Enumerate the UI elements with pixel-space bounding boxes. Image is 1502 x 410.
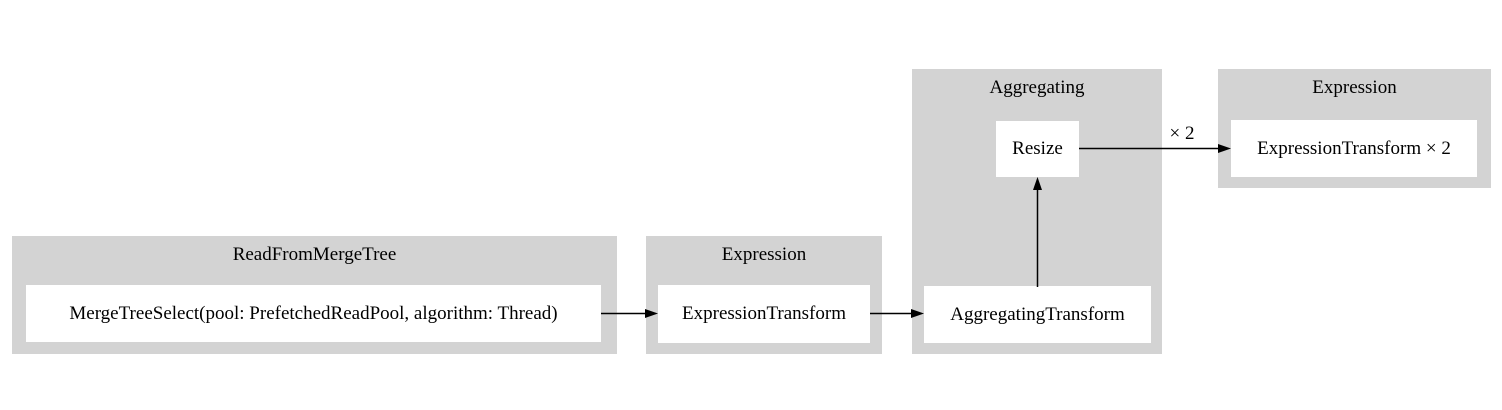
node-expression-transform-x2: ExpressionTransform × 2 [1231,120,1477,177]
cluster-expression-left: Expression ExpressionTransform [646,236,882,354]
cluster-label: Expression [721,244,807,265]
node-aggregating-transform: AggregatingTransform [924,286,1151,343]
cluster-label: ReadFromMergeTree [232,244,397,265]
edge-multiplicity-label: × 2 [1169,123,1195,144]
node-merge-tree-select: MergeTreeSelect(pool: PrefetchedReadPool… [26,285,601,342]
cluster-label: Expression [1312,77,1397,98]
cluster-label: Aggregating [989,77,1085,98]
cluster-expression-right: Expression ExpressionTransform × 2 [1218,69,1491,188]
cluster-read-from-merge-tree: ReadFromMergeTree MergeTreeSelect(pool: … [12,236,617,354]
node-resize: Resize [996,121,1079,177]
node-expression-transform: ExpressionTransform [658,285,870,343]
cluster-aggregating: Aggregating Resize AggregatingTransform [912,69,1162,354]
